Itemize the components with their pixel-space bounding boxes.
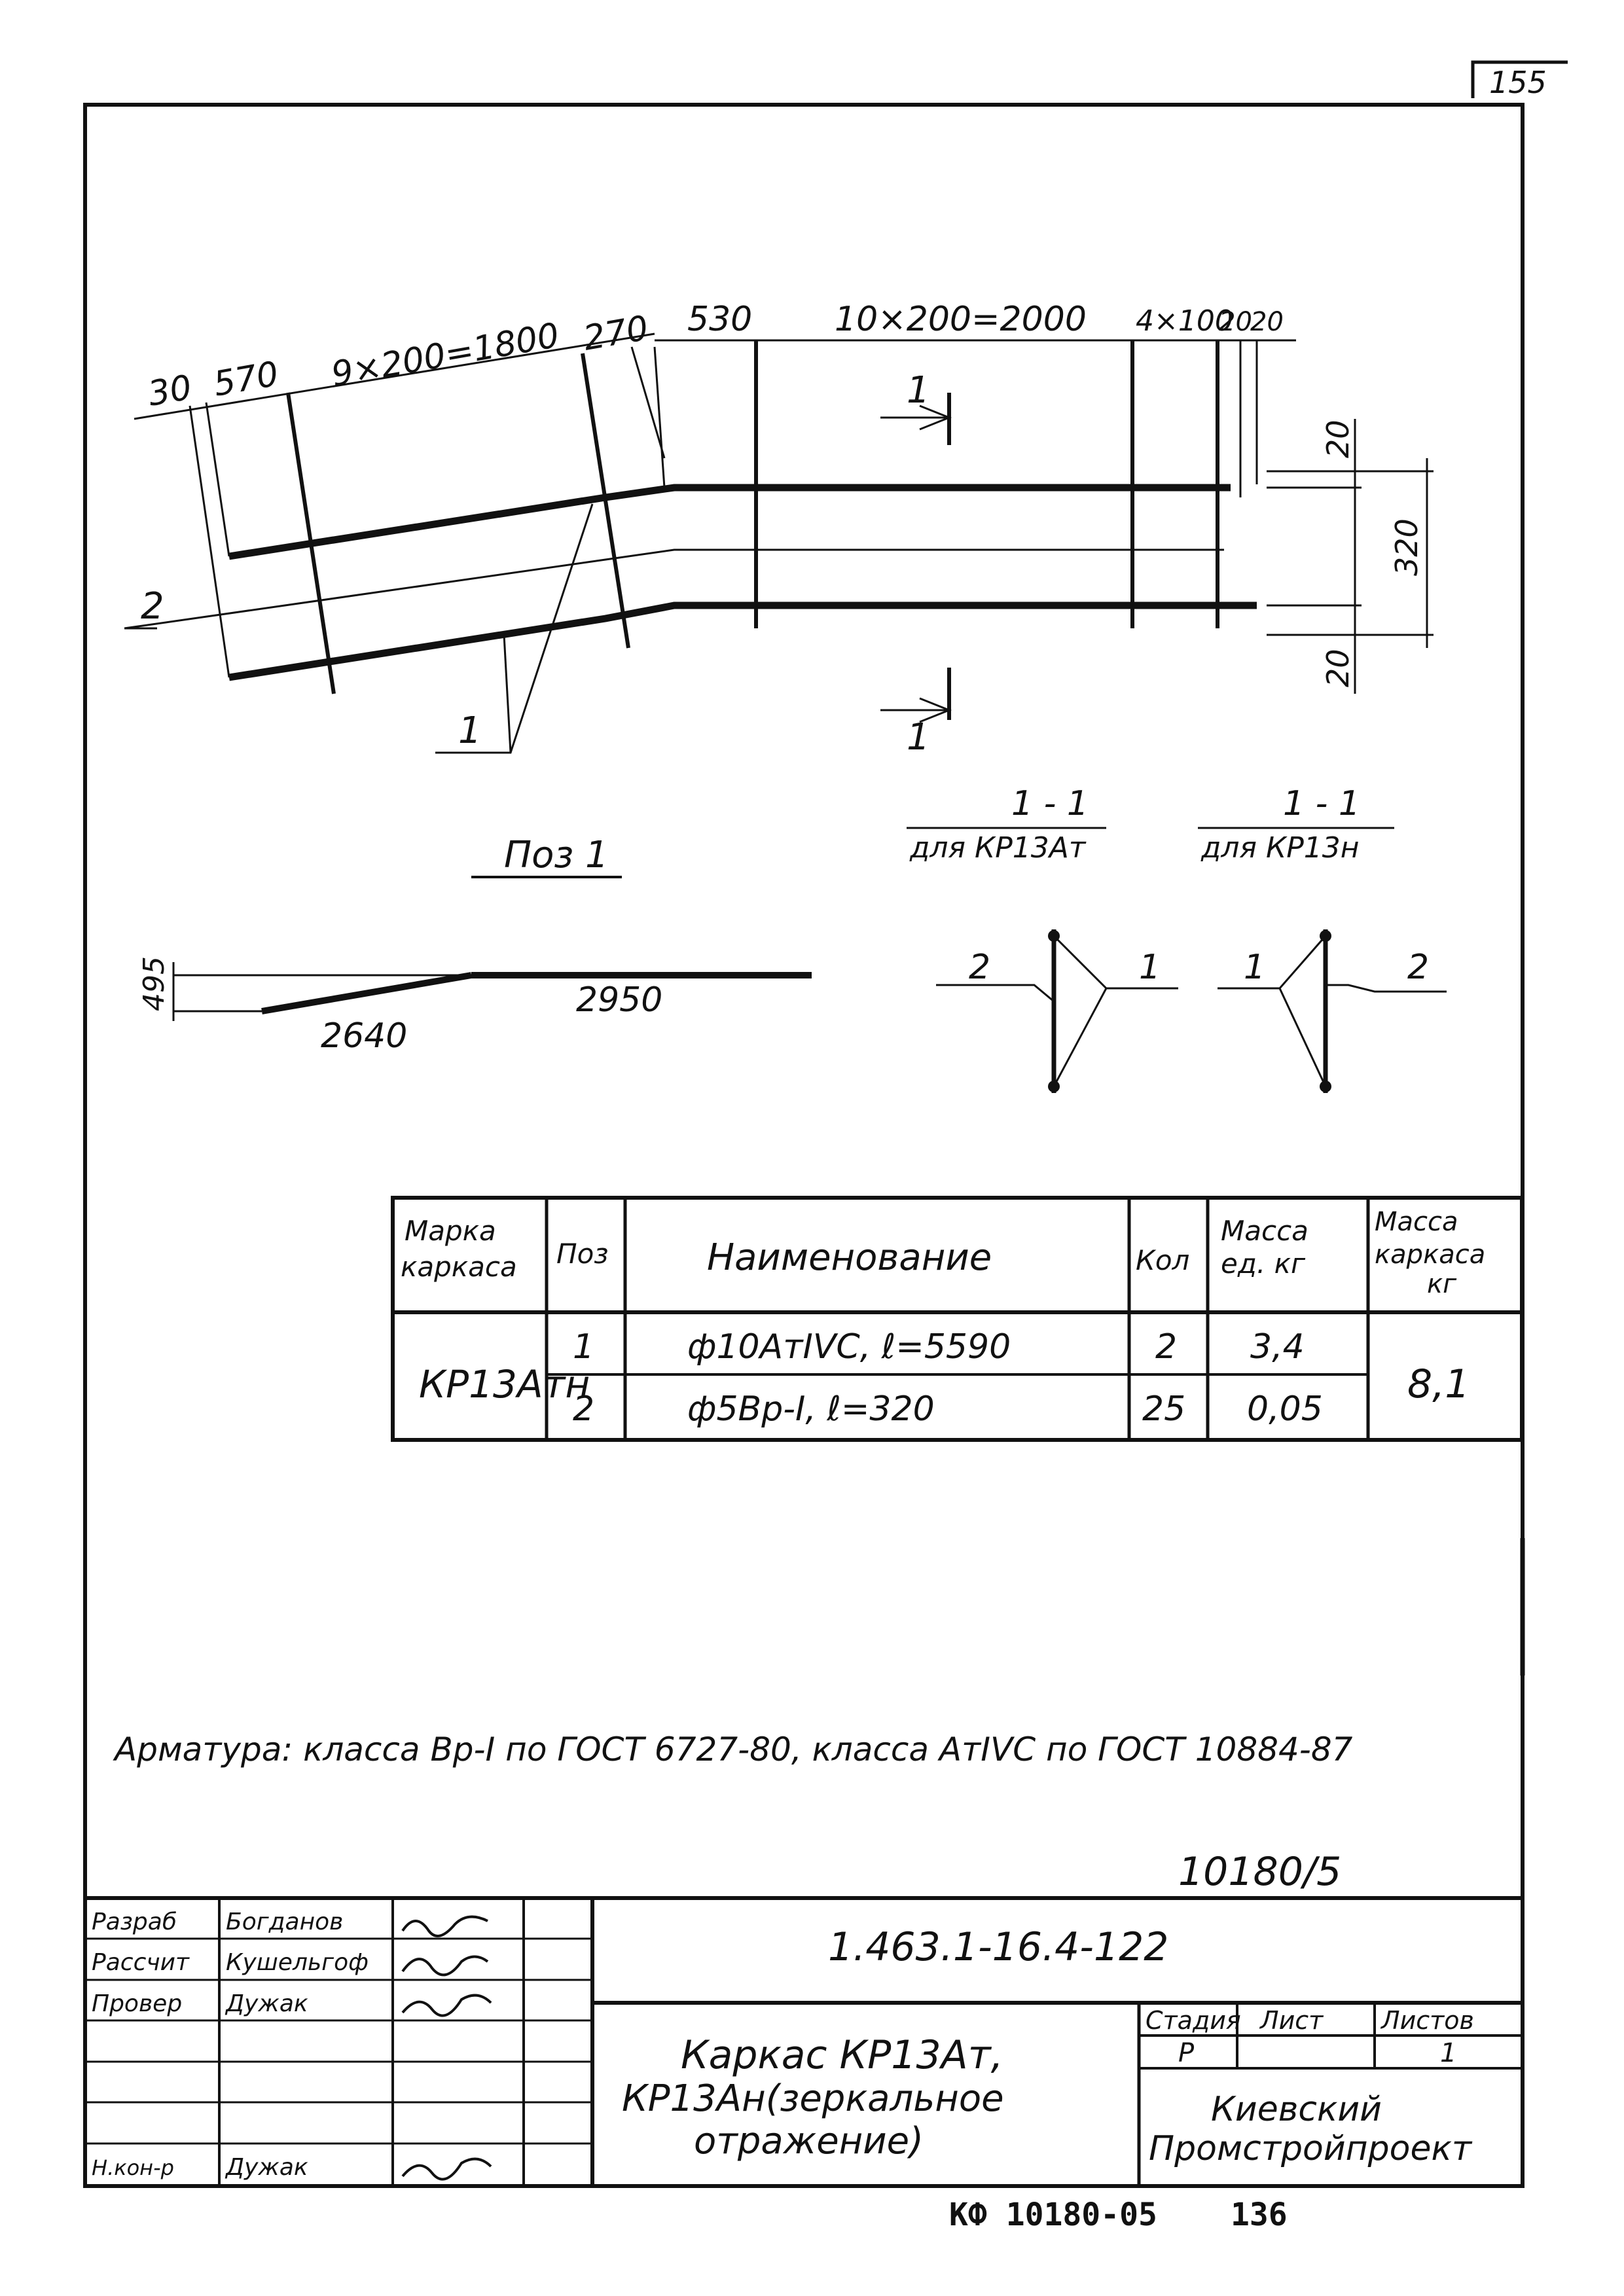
- spec-table: [391, 1196, 1524, 1442]
- dim-10x200: 10×200=2000: [835, 300, 1087, 339]
- dim-20-b: 20: [1250, 307, 1284, 337]
- section-right-subtitle: для КР13н: [1200, 831, 1360, 865]
- signatures: [401, 1915, 492, 2181]
- document-code: 1.463.1-16.4-122: [828, 1924, 1168, 1970]
- dim-20-a: 20: [1219, 307, 1252, 337]
- position-label-2: 2: [141, 585, 164, 628]
- header-frame-mass-1: Масса: [1375, 1207, 1458, 1237]
- title-block-text: Разраб Богданов Рассчит Кушельгоф Провер…: [92, 1909, 1474, 2181]
- sheets-header: Листов: [1380, 2006, 1474, 2035]
- sheet-number: 155: [1489, 65, 1547, 100]
- row2-pos: 2: [573, 1390, 594, 1429]
- sheets-value: 1: [1440, 2038, 1456, 2068]
- header-frame-mass-3: кг: [1427, 1269, 1457, 1299]
- title-block: [85, 1896, 1523, 2186]
- section-left-label-b: 1: [1139, 948, 1161, 987]
- title-line-3: отражение): [694, 2120, 924, 2162]
- dim-right-bot: 20: [1320, 649, 1356, 687]
- section-right-title: 1 - 1: [1283, 784, 1360, 823]
- section-left-subtitle: для КР13Ат: [909, 831, 1087, 865]
- dim-9x200: 9×200=1800: [329, 316, 562, 395]
- header-name: Наименование: [707, 1236, 992, 1279]
- header-unit-mass-2: ед. кг: [1221, 1247, 1306, 1280]
- name-6: Дужак: [225, 2154, 308, 2181]
- title-line-1: Каркас КР13Ат,: [681, 2032, 1003, 2078]
- org-line-2: Промстройпроект: [1149, 2129, 1473, 2168]
- name-1: Кушельгоф: [226, 1949, 369, 1976]
- section-right-label-a: 1: [1244, 948, 1265, 987]
- dim-30: 30: [145, 368, 195, 414]
- row1-name: ф10АтIVС, ℓ=5590: [687, 1327, 1011, 1367]
- section-left-title: 1 - 1: [1011, 784, 1089, 823]
- pos1-detail: Поз 1 495 2640 2950: [137, 834, 812, 1056]
- header-frame-mass-2: каркаса: [1375, 1240, 1485, 1270]
- reinforcement-note: Арматура: класса Вр-I по ГОСТ 6727-80, к…: [113, 1731, 1353, 1768]
- section-1-1-n: 1 - 1 для КР13н 1 2: [1198, 784, 1447, 1093]
- row2-name: ф5Вр-I, ℓ=320: [687, 1390, 935, 1429]
- header-pos: Поз: [556, 1238, 609, 1270]
- pos1-title: Поз 1: [504, 834, 609, 876]
- spec-table-text: Марка каркаса Поз Наименование Кол Масса…: [401, 1207, 1485, 1429]
- row2-mass: 0,05: [1247, 1390, 1323, 1429]
- position-label-1: 1: [458, 709, 482, 752]
- dim-270: 270: [581, 308, 651, 358]
- header-frame-mark-1: Марка: [405, 1215, 496, 1247]
- cage-drawing: [124, 332, 1434, 754]
- section-1-1-atr: 1 - 1 для КР13Ат 2 1: [907, 784, 1178, 1093]
- sheet-header: Лист: [1259, 2006, 1324, 2035]
- pos1-dim-height: 495: [137, 956, 171, 1011]
- dim-530: 530: [687, 300, 752, 339]
- section-mark-bottom: 1: [907, 716, 930, 759]
- frame-mark-cell: КР13Атн: [419, 1362, 590, 1407]
- role-6: Н.кон-р: [92, 2155, 174, 2180]
- footer-page: 136: [1231, 2197, 1288, 2233]
- row1-pos: 1: [573, 1327, 594, 1367]
- header-unit-mass-1: Масса: [1221, 1215, 1308, 1247]
- archive-number: 10180/5: [1178, 1849, 1341, 1895]
- pos1-dim-right: 2950: [576, 980, 662, 1020]
- stage-value: Р: [1178, 2038, 1195, 2068]
- footer-code: КФ 10180-05: [949, 2197, 1157, 2233]
- row1-qty: 2: [1155, 1327, 1177, 1367]
- title-line-2: КР13Ан(зеркальное: [622, 2077, 1004, 2120]
- sheet-number-box: 155: [1471, 60, 1568, 100]
- name-2: Дужак: [225, 1990, 308, 2017]
- dim-right-mid: 320: [1389, 518, 1424, 576]
- header-frame-mark-2: каркаса: [401, 1251, 517, 1283]
- name-0: Богданов: [226, 1909, 343, 1935]
- role-0: Разраб: [92, 1909, 177, 1935]
- frame-mass-cell: 8,1: [1407, 1361, 1470, 1407]
- org-line-1: Киевский: [1211, 2090, 1382, 2129]
- section-left-label-a: 2: [969, 948, 990, 987]
- header-qty: Кол: [1136, 1244, 1189, 1276]
- role-2: Провер: [92, 1990, 182, 2017]
- main-frame: [83, 103, 1525, 2188]
- dim-4x100: 4×100: [1136, 304, 1233, 338]
- pos1-dim-left: 2640: [321, 1016, 407, 1056]
- row2-qty: 25: [1142, 1390, 1185, 1429]
- section-mark-top: 1: [907, 369, 930, 412]
- role-1: Рассчит: [92, 1949, 190, 1976]
- dim-right-top: 20: [1320, 420, 1356, 458]
- stage-header: Стадия: [1146, 2006, 1241, 2035]
- row1-mass: 3,4: [1250, 1327, 1305, 1367]
- section-right-label-b: 2: [1407, 948, 1429, 987]
